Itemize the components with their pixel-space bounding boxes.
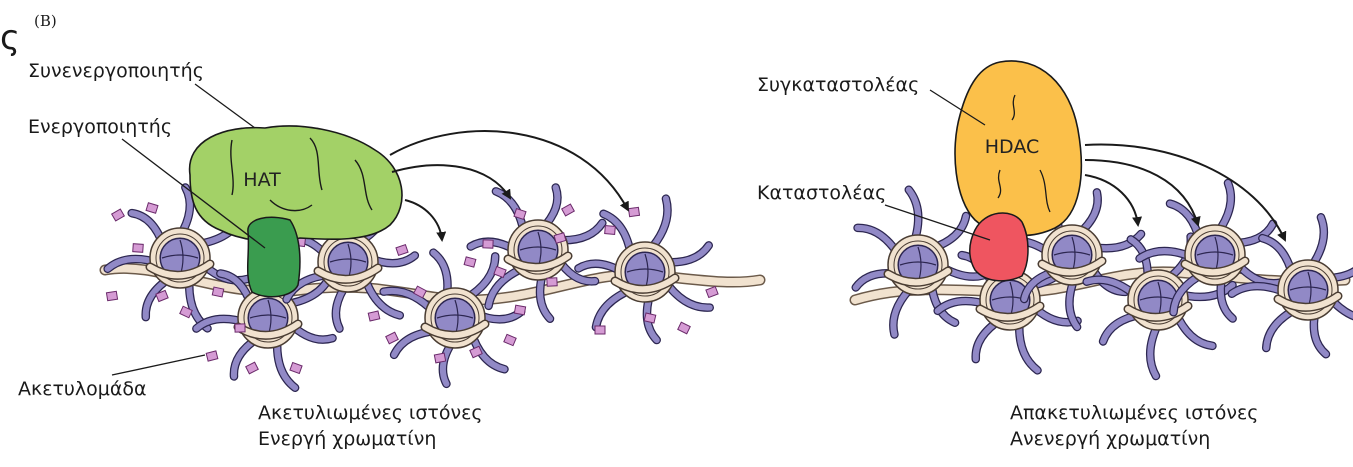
hdac-label: HDAC [985,136,1040,158]
acetyl-tag [464,257,476,267]
repressor-label: Καταστολέας [757,182,886,204]
hat-label: HAT [243,169,281,191]
coactivator-leader [195,84,255,128]
cropped-glyph: ς [0,18,20,58]
arrow-6 [1085,145,1285,240]
arrow-1 [405,200,442,240]
right-caption-line2: Ανενεργή χρωματίνη [1010,426,1210,453]
acetyl-tag [514,305,525,315]
acetyl-tag [206,351,218,361]
acetyl-tag [106,291,117,300]
acetyl-tag [562,204,575,216]
acetyl-tag [547,278,557,287]
acetyl-tag [212,287,223,297]
left-caption-line2: Ενεργή χρωματίνη [258,426,436,453]
acetyl-tag [605,226,616,235]
acetyl-tag [246,362,259,374]
acetyl-tag [133,244,144,253]
activator [248,217,300,296]
panel-label: (B) [34,12,57,30]
acetyl-tag [112,209,125,221]
nucleosome [578,199,709,340]
right-nucleosomes [856,183,1353,376]
acetyl-tag [706,286,718,297]
acetyl-tag [146,203,158,214]
acetyl-leader [112,355,205,375]
activator-label: Ενεργοποιητής [28,116,172,138]
arrow-5 [1085,160,1198,225]
right-caption-line1: Απακετυλιωμένες ιστόνες [1010,400,1258,427]
acetyl-tag [628,207,639,216]
acetyl-tag [368,311,380,321]
acetyl-tag [396,245,408,256]
acetyl-tag [644,313,656,323]
acetyl-tag [595,326,605,334]
acetyl-tag [483,240,493,248]
acetyl-tag [386,332,398,344]
acetyl-tag [434,353,445,363]
acetyl-tag [678,322,690,334]
acetyl-tag [235,324,245,332]
coactivator-label: Συνενεργοποιητής [28,60,204,82]
acetyl-tag [504,334,516,345]
corepressor-label: Συγκαταστολέας [757,74,919,96]
acetyl-tag [290,363,302,374]
acetyl-tag [494,266,506,277]
hdac-corepressor: HDAC [955,61,1081,236]
left-caption-line1: Ακετυλιωμένες ιστόνες [258,400,482,427]
acetyl-group-label: Ακετυλομάδα [18,378,147,400]
nucleosome [471,187,603,318]
hat-coactivator: HAT [190,126,402,241]
